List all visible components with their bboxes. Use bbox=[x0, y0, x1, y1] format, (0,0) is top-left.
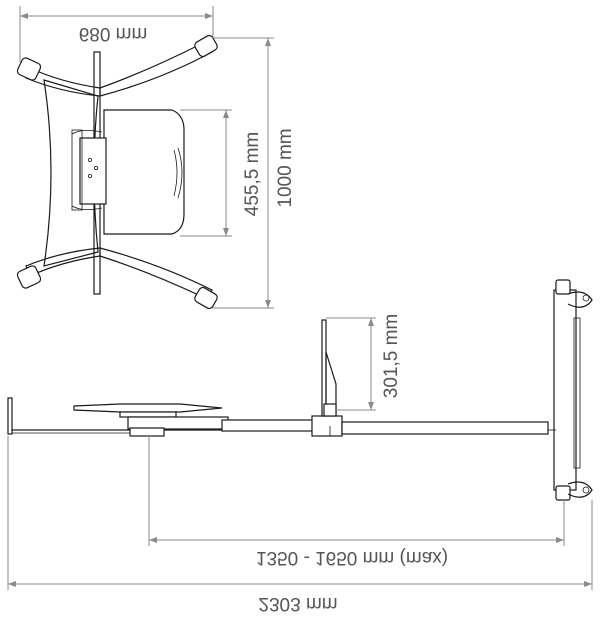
label-total-depth: 1000 mm bbox=[275, 128, 296, 207]
platform-tray bbox=[103, 109, 185, 235]
label-total-length: 2303 mm bbox=[258, 593, 337, 614]
dimension-total-length: 2303 mm bbox=[7, 436, 593, 614]
dimension-mast-height: 301,5 mm bbox=[326, 314, 402, 411]
dimension-arm-reach: 1350 - 1650 mm (max) bbox=[148, 436, 565, 568]
base-shield bbox=[43, 79, 99, 267]
mount-bracket bbox=[71, 129, 107, 211]
label-platform-depth: 455,5 mm bbox=[242, 132, 263, 216]
top-view: 680 mm bbox=[16, 6, 296, 310]
label-top-width: 680 mm bbox=[79, 23, 148, 44]
dimension-top-width: 680 mm bbox=[19, 6, 214, 62]
label-mast-height: 301,5 mm bbox=[381, 314, 402, 398]
arm-mast bbox=[321, 319, 337, 417]
column-side bbox=[548, 279, 593, 501]
end-plate bbox=[7, 397, 13, 435]
side-view: 301,5 mm 1350 - 1650 mm (max) bbox=[7, 279, 593, 614]
label-arm-reach: 1350 - 1650 mm (max) bbox=[256, 547, 448, 568]
telescopic-arm bbox=[221, 415, 549, 437]
base-legs bbox=[16, 34, 218, 310]
dimension-total-depth: 1000 mm bbox=[212, 37, 296, 309]
tray-side bbox=[73, 403, 229, 437]
dimension-platform-depth: 455,5 mm bbox=[180, 109, 263, 237]
